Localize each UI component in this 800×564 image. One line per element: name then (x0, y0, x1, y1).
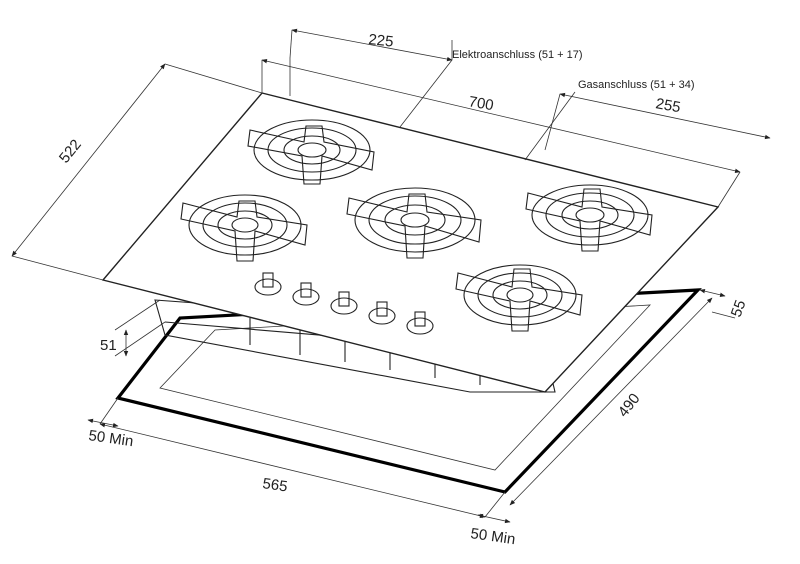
dim-700: 700 (467, 93, 495, 114)
dim-55: 55 (728, 298, 750, 319)
electrical-connection-label: Elektroanschluss (51 + 17) (452, 49, 583, 61)
dim-490: 490 (615, 390, 644, 420)
dimension-lines (11, 28, 771, 524)
dim-255: 255 (654, 95, 682, 116)
control-knobs (254, 272, 434, 335)
burner-front-left (180, 194, 308, 262)
glass-top (101, 92, 720, 393)
gas-connection-label: Gasanschluss (51 + 34) (578, 79, 694, 91)
dim-50-min-left: 50 Min (87, 427, 134, 450)
burner-center (346, 187, 482, 259)
burner-rear-right (525, 184, 653, 252)
dim-51: 51 (100, 337, 117, 354)
dim-50-min-front: 50 Min (469, 525, 516, 548)
dim-565: 565 (261, 475, 288, 495)
dim-225: 225 (368, 31, 395, 51)
dim-522: 522 (56, 136, 85, 166)
